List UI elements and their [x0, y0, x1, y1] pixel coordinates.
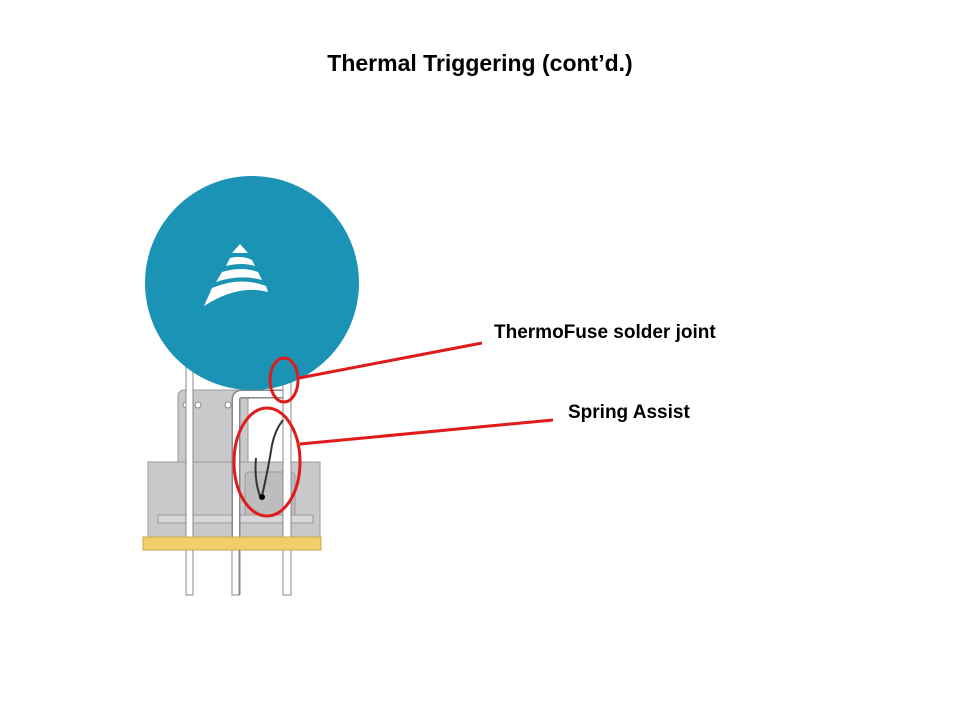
- base-strip: [142, 536, 322, 551]
- callout-label-solder-joint: ThermoFuse solder joint: [494, 322, 716, 343]
- spring-wire: [254, 419, 284, 497]
- slide-title: Thermal Triggering (cont’d.): [327, 50, 633, 76]
- callout-solder-joint: [268, 341, 483, 404]
- brand-logo: [204, 244, 268, 306]
- spring-pivot: [259, 494, 265, 500]
- callout-label-spring-assist: Spring Assist: [568, 402, 690, 423]
- callout-spring-assist: [232, 406, 554, 518]
